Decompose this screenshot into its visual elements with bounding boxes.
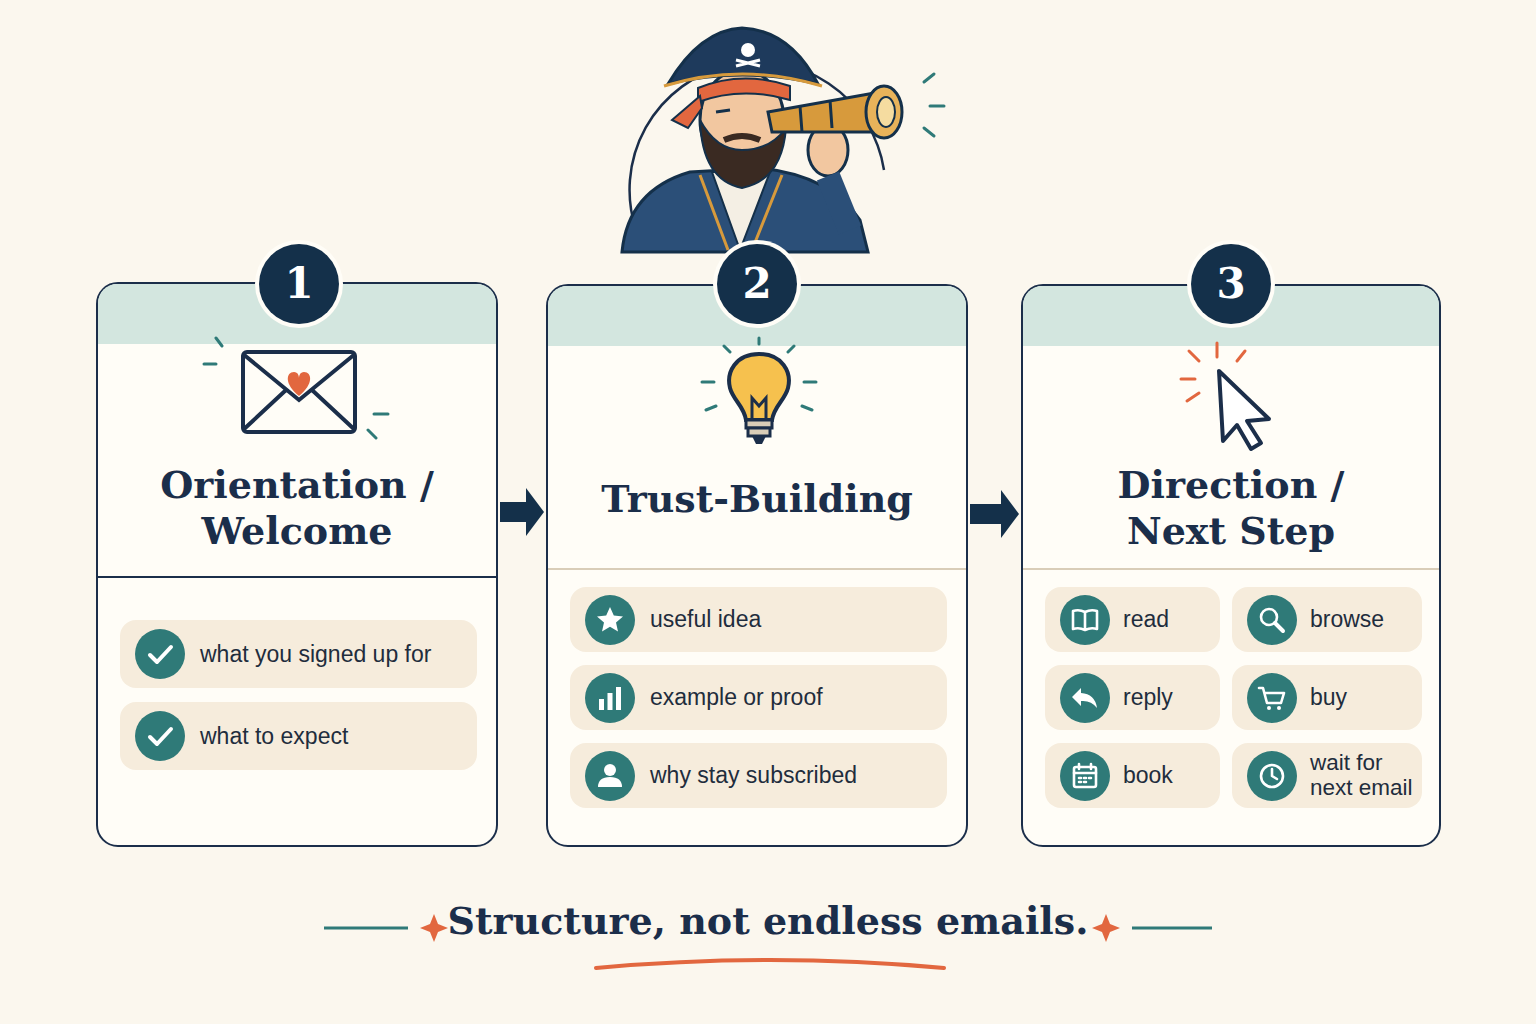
caption: Structure, not endless emails. — [0, 898, 1536, 943]
item-icon — [584, 672, 636, 724]
cursor-icon — [1173, 341, 1303, 456]
item-icon — [1246, 594, 1298, 646]
item-pill: what you signed up for — [120, 620, 477, 688]
stage-heading: Direction / Next Step — [1076, 462, 1386, 554]
item-icon — [1059, 594, 1111, 646]
step-number: 1 — [284, 263, 313, 305]
caption-text: Structure, not endless emails. — [448, 898, 1089, 943]
item-pill: book — [1045, 743, 1220, 808]
stage-card: Direction / Next Step3readbrowsereplybuy… — [1021, 284, 1441, 847]
item-icon — [134, 628, 186, 680]
item-text: read — [1123, 607, 1169, 632]
item-pill: useful idea — [570, 587, 947, 652]
pirate-illustration — [622, 28, 944, 252]
stage-heading: Trust-Building — [557, 476, 957, 522]
item-icon — [1059, 750, 1111, 802]
lightbulb-icon — [684, 336, 834, 456]
stage-card: Trust-Building2useful ideaexample or pro… — [546, 284, 968, 847]
item-text: what to expect — [200, 724, 348, 749]
step-number: 3 — [1216, 263, 1245, 305]
step-number: 2 — [742, 263, 771, 305]
item-pill: why stay subscribed — [570, 743, 947, 808]
item-pill: wait for next email — [1232, 743, 1422, 808]
item-icon — [1246, 672, 1298, 724]
card-divider — [1023, 568, 1439, 570]
item-text: book — [1123, 763, 1173, 788]
item-text: browse — [1310, 607, 1384, 632]
stage-heading: Orientation / Welcome — [142, 462, 452, 554]
step-number-badge: 1 — [259, 244, 339, 324]
item-icon — [134, 710, 186, 762]
stage-card: Orientation / Welcome1what you signed up… — [96, 282, 498, 847]
item-text: reply — [1123, 685, 1173, 710]
item-text: buy — [1310, 685, 1347, 710]
item-text: useful idea — [650, 607, 761, 632]
item-pill: reply — [1045, 665, 1220, 730]
flow-arrow — [970, 490, 1019, 538]
envelope-icon — [198, 334, 398, 444]
item-text: what you signed up for — [200, 642, 431, 667]
item-pill: read — [1045, 587, 1220, 652]
step-number-badge: 3 — [1191, 244, 1271, 324]
flow-arrow — [500, 488, 544, 536]
item-text: example or proof — [650, 685, 823, 710]
item-text: wait for next email — [1310, 751, 1414, 800]
item-pill: what to expect — [120, 702, 477, 770]
item-pill: example or proof — [570, 665, 947, 730]
item-text: why stay subscribed — [650, 763, 857, 788]
item-icon — [1059, 672, 1111, 724]
card-divider — [98, 576, 496, 578]
item-pill: buy — [1232, 665, 1422, 730]
item-pill: browse — [1232, 587, 1422, 652]
item-icon — [1246, 750, 1298, 802]
step-number-badge: 2 — [717, 244, 797, 324]
item-icon — [584, 750, 636, 802]
card-divider — [548, 568, 966, 570]
item-icon — [584, 594, 636, 646]
